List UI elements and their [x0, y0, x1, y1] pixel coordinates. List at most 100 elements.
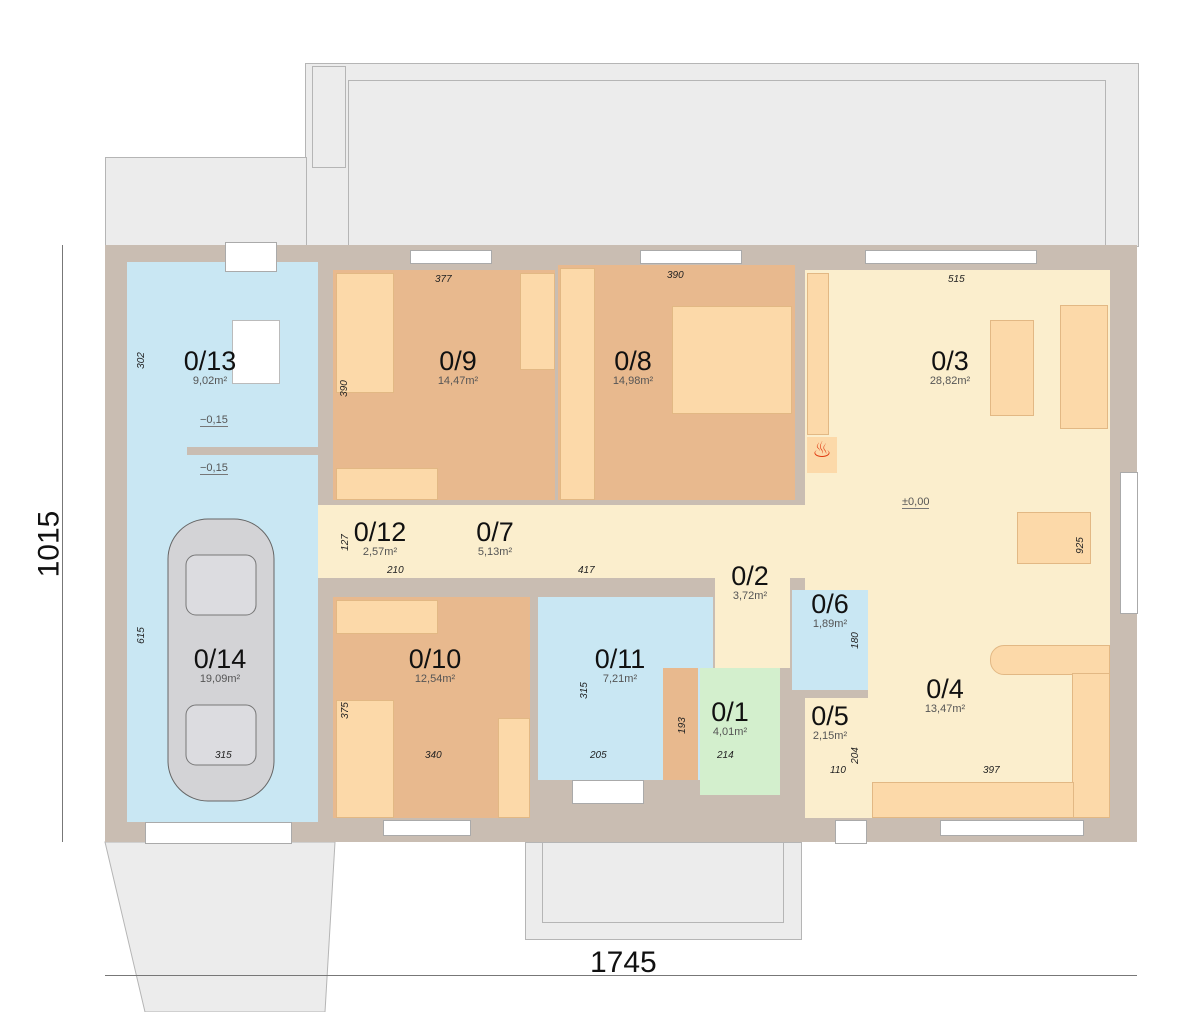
room-number: 0/9	[439, 346, 477, 376]
dimension-label: 925	[1074, 537, 1086, 554]
overall-width-line	[105, 975, 1137, 976]
fireplace-wall	[807, 273, 829, 435]
window	[410, 250, 492, 264]
overall-depth: 1015	[32, 510, 66, 578]
room-area: 12,54m²	[414, 673, 456, 685]
dimension-label: 127	[339, 534, 351, 551]
dimension-label: 210	[387, 565, 404, 576]
coffee-table	[990, 320, 1034, 416]
kitchen-counter	[1072, 673, 1110, 818]
room-area: 13,47m²	[924, 703, 966, 715]
room-number: 0/1	[711, 697, 749, 727]
room-area: 19,09m²	[199, 673, 241, 685]
room-area: 28,82m²	[929, 375, 971, 387]
car-icon	[167, 518, 275, 802]
dimension-label: 390	[667, 270, 684, 281]
room-area: 5,13m²	[477, 546, 513, 558]
room-number: 0/2	[731, 561, 769, 591]
terrace-left	[105, 157, 307, 247]
room-area: 7,21m²	[602, 673, 638, 685]
kitchen-counter	[872, 782, 1074, 818]
dimension-label: 315	[578, 682, 590, 699]
room-number: 0/8	[614, 346, 652, 376]
wardrobe-closet	[663, 668, 698, 780]
dimension-label: 515	[948, 274, 965, 285]
level-mark: −0,15	[200, 462, 228, 475]
bed	[336, 700, 394, 818]
room-area: 3,72m²	[732, 590, 768, 602]
room-number: 0/4	[926, 674, 964, 704]
dimension-label: 205	[590, 750, 607, 761]
window	[835, 820, 867, 844]
room-number: 0/6	[811, 589, 849, 619]
dimension-label: 397	[983, 765, 1000, 776]
garage-door-passage	[127, 440, 187, 460]
overall-width: 1745	[590, 946, 657, 979]
desk	[520, 273, 555, 370]
window	[383, 820, 471, 836]
room-number: 0/13	[183, 346, 237, 376]
entrance-porch	[525, 842, 802, 940]
window	[940, 820, 1084, 836]
kitchen-counter	[990, 645, 1110, 675]
window	[865, 250, 1037, 264]
dimension-label: 180	[849, 632, 861, 649]
wardrobe	[560, 268, 595, 500]
room-0-13	[127, 262, 318, 447]
dimension-label: 193	[676, 717, 688, 734]
garage-driveway	[104, 841, 336, 1012]
room-area: 1,89m²	[812, 618, 848, 630]
dimension-label: 110	[830, 765, 846, 776]
terrace-upper	[305, 63, 1139, 247]
room-area: 14,98m²	[612, 375, 654, 387]
dimension-label: 214	[717, 750, 734, 761]
dimension-label: 315	[215, 750, 232, 761]
window	[640, 250, 742, 264]
terrace-pillar	[312, 66, 346, 168]
dimension-label: 390	[338, 380, 350, 397]
room-number: 0/5	[811, 701, 849, 731]
room-area: 2,57m²	[362, 546, 398, 558]
garage-door	[145, 822, 292, 844]
room-area: 14,47m²	[437, 375, 479, 387]
room-number: 0/14	[193, 644, 247, 674]
dimension-label: 375	[339, 702, 351, 719]
room-number: 0/3	[931, 346, 969, 376]
level-mark: ±0,00	[902, 496, 930, 509]
dimension-label: 377	[435, 274, 452, 285]
overall-depth-line	[62, 245, 63, 842]
room-number: 0/10	[408, 644, 462, 674]
window	[225, 242, 277, 272]
window	[1120, 472, 1138, 614]
room-area: 9,02m²	[192, 375, 228, 387]
room-number: 0/7	[476, 517, 514, 547]
room-0-6	[792, 590, 868, 690]
garage-utility-sink	[232, 320, 280, 384]
dimension-label: 340	[425, 750, 442, 761]
wardrobe	[336, 468, 438, 500]
room-0-4	[868, 590, 1110, 818]
porch-inner-line	[542, 842, 784, 923]
room-number: 0/11	[594, 644, 646, 674]
terrace-inner-line	[348, 80, 1106, 246]
level-mark: −0,15	[200, 414, 228, 427]
room-0-5	[805, 698, 868, 818]
dimension-label: 302	[135, 352, 147, 369]
room-0-1	[700, 668, 780, 795]
dimension-label: 615	[135, 627, 147, 644]
wardrobe	[336, 600, 438, 634]
